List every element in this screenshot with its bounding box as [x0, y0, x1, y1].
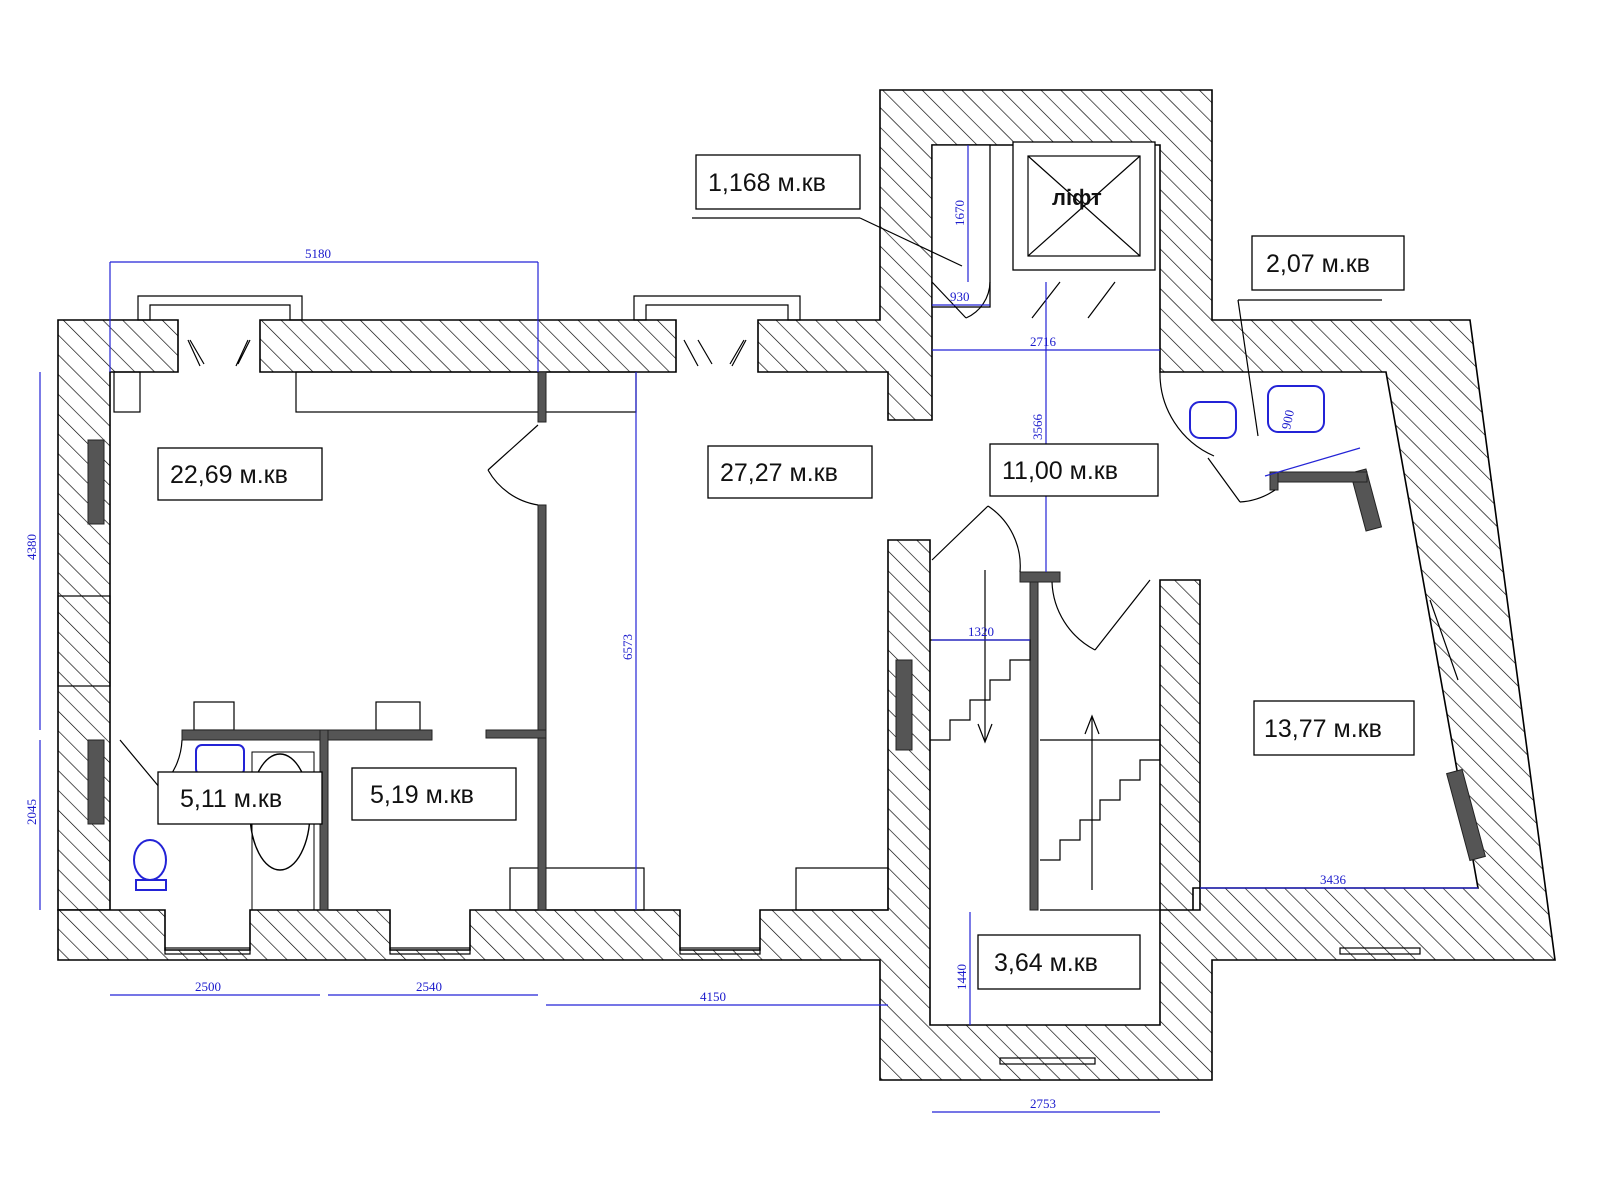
radiators — [57, 371, 1486, 911]
dim-2540: 2540 — [416, 979, 442, 994]
lift-label: ліфт — [1052, 185, 1102, 210]
area-label-room-a: 22,69 м.кв — [170, 461, 288, 489]
area-label-bath-2: 5,19 м.кв — [370, 781, 474, 809]
doors — [119, 281, 1276, 789]
dimension-lines — [39, 145, 1478, 1113]
area-label-wc: 2,07 м.кв — [1266, 250, 1370, 278]
lift-car — [1027, 155, 1141, 257]
dim-6573: 6573 — [620, 634, 635, 660]
dim-900: 900 — [1278, 408, 1297, 430]
dim-1320: 1320 — [968, 624, 994, 639]
area-label-bath-1: 5,11 м.кв — [180, 785, 282, 813]
stairs — [930, 570, 1161, 911]
wall-top-segment-1 — [259, 319, 677, 373]
closet-space — [931, 144, 991, 308]
wc-toilet-icon — [1267, 385, 1325, 433]
dim-4150: 4150 — [700, 989, 726, 1004]
dim-1440: 1440 — [954, 964, 969, 990]
area-label-room-b: 27,27 м.кв — [720, 459, 838, 487]
dim-2045: 2045 — [24, 799, 39, 825]
area-labels: 22,69 м.кв 27,27 м.кв 11,00 м.кв 1,168 м… — [157, 154, 1415, 990]
dim-1670: 1670 — [952, 200, 967, 226]
dim-2716: 2716 — [1030, 334, 1057, 349]
dim-2753: 2753 — [1030, 1096, 1056, 1111]
dim-4380: 4380 — [24, 534, 39, 560]
dim-3566: 3566 — [1030, 414, 1045, 441]
wc-sink-icon — [1189, 401, 1237, 439]
toilet-icon — [133, 839, 167, 881]
area-label-stair-landing: 3,64 м.кв — [994, 949, 1098, 977]
area-label-hall: 11,00 м.кв — [1002, 457, 1118, 485]
windows — [137, 295, 1459, 1065]
dim-930: 930 — [950, 289, 970, 304]
wall-top-segment-2 — [57, 89, 1556, 1081]
sink-icon — [195, 744, 245, 776]
area-label-closet: 1,168 м.кв — [708, 169, 826, 197]
partitions — [181, 371, 1368, 911]
area-label-room-c: 13,77 м.кв — [1264, 715, 1382, 743]
dim-2500: 2500 — [195, 979, 221, 994]
dim-5180: 5180 — [305, 246, 331, 261]
dim-3436: 3436 — [1320, 872, 1347, 887]
